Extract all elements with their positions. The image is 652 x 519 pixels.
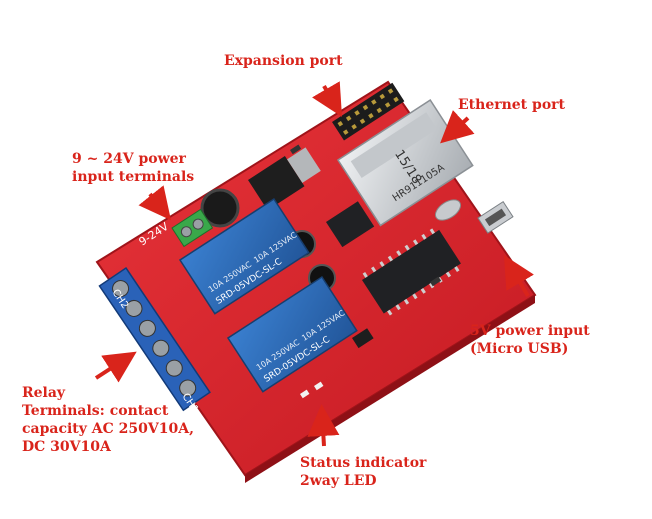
ethernet-port-label: Ethernet port — [458, 97, 565, 113]
smd-component — [429, 276, 442, 287]
ethernet-ic — [326, 201, 375, 248]
status-led-2 — [314, 381, 324, 391]
status-led-1 — [299, 389, 310, 399]
relay-terminals-label: Relay Terminals: contact capacity AC 250… — [22, 385, 194, 455]
arrow-usb-power — [503, 255, 534, 298]
smd-component — [352, 328, 374, 349]
crystal — [434, 199, 462, 221]
arrow-status-led — [307, 404, 340, 447]
arrow-ethernet-port — [440, 110, 475, 144]
relay-terminal-block — [98, 266, 211, 412]
status-led-label: Status indicator 2way LED — [300, 455, 427, 489]
micro-usb-port — [477, 200, 514, 234]
voltage-regulator — [247, 147, 321, 211]
inductor — [200, 188, 240, 228]
relay-2: 10A 250VAC 10A 125VAC SRD-05VDC-SL-C — [226, 275, 358, 393]
power-terminals-label: 9 ~ 24V power input terminals — [72, 151, 195, 185]
arrow-relay-terminals — [94, 351, 137, 383]
expansion-header — [332, 82, 405, 141]
smd-component — [290, 144, 302, 155]
arrow-expansion-port — [312, 81, 343, 117]
usb-power-label: 5V power input (Micro USB) — [470, 323, 590, 357]
arrow-power-terminals — [138, 185, 171, 221]
power-input-terminal — [171, 208, 214, 248]
expansion-port-label: Expansion port — [224, 53, 343, 69]
main-ic — [362, 228, 461, 316]
